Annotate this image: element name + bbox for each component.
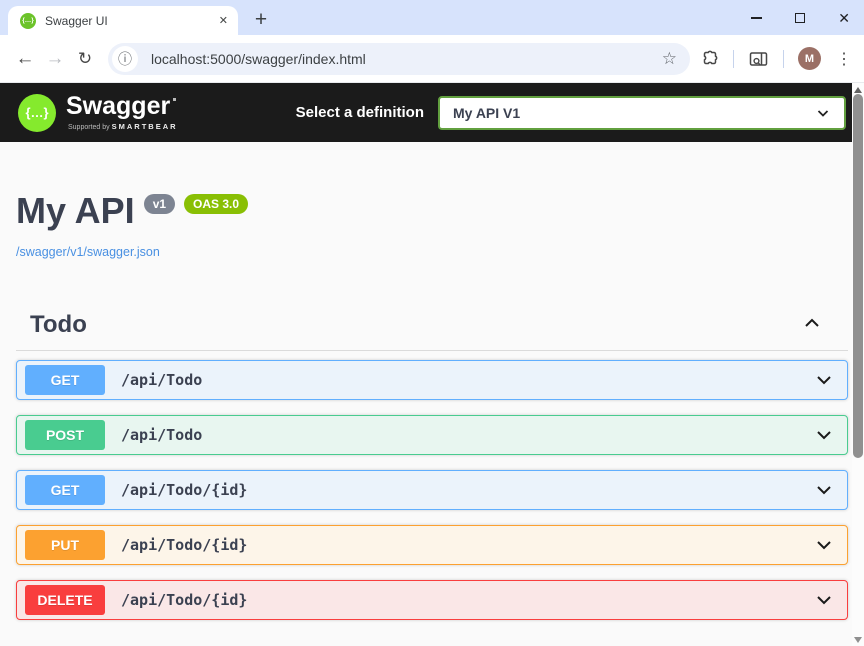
definition-select[interactable]: My API V1 [438, 95, 846, 130]
select-definition-label: Select a definition [295, 104, 424, 121]
swagger-topbar: {…} Swagger Supported by SMARTBEAR Selec… [0, 83, 864, 142]
window-maximize-icon[interactable] [795, 12, 806, 23]
swagger-logo-icon: {…} [18, 93, 56, 132]
back-icon[interactable]: ← [15, 47, 35, 69]
site-info-icon[interactable]: ⓘ [112, 45, 138, 72]
chevron-down-icon[interactable] [814, 425, 834, 445]
browser-toolbar: ← → ↻ ⓘ localhost:5000/swagger/index.htm… [0, 35, 864, 83]
endpoint-row[interactable]: GET /api/Todo [16, 360, 848, 400]
endpoint-row[interactable]: POST /api/Todo [16, 415, 848, 455]
endpoint-path: /api/Todo/{id} [121, 481, 248, 499]
oas-badge: OAS 3.0 [184, 194, 249, 214]
method-badge: GET [25, 475, 105, 505]
side-panel-search-icon[interactable] [748, 49, 769, 69]
chevron-down-icon[interactable] [814, 370, 834, 390]
endpoint-row[interactable]: DELETE /api/Todo/{id} [16, 580, 848, 620]
endpoint-list: GET /api/Todo POST /api/Todo GET /api/To… [16, 360, 848, 620]
url-text[interactable]: localhost:5000/swagger/index.html [151, 50, 366, 67]
tab-title: Swagger UI [45, 13, 108, 28]
chevron-down-icon[interactable] [814, 480, 834, 500]
new-tab-button[interactable]: + [254, 8, 268, 31]
api-info: My API v1 OAS 3.0 /swagger/v1/swagger.js… [16, 142, 848, 261]
extensions-puzzle-icon[interactable] [699, 49, 719, 69]
address-bar[interactable]: ⓘ localhost:5000/swagger/index.html ☆ [108, 42, 690, 75]
scrollbar-up-icon[interactable] [854, 87, 862, 93]
chevron-down-icon [815, 105, 831, 121]
forward-icon: → [45, 47, 65, 69]
tag-title: Todo [30, 311, 87, 338]
page-scrollbar[interactable] [852, 83, 864, 646]
chevron-down-icon[interactable] [814, 590, 834, 610]
method-badge: GET [25, 365, 105, 395]
toolbar-divider [783, 49, 784, 68]
browser-menu-icon[interactable]: ⋮ [836, 50, 852, 68]
method-badge: POST [25, 420, 105, 450]
spec-json-link[interactable]: /swagger/v1/swagger.json [16, 245, 160, 259]
swagger-favicon-icon: {…} [20, 12, 36, 29]
page-content: {…} Swagger Supported by SMARTBEAR Selec… [0, 83, 864, 646]
endpoint-row[interactable]: PUT /api/Todo/{id} [16, 525, 848, 565]
endpoint-path: /api/Todo [121, 426, 203, 444]
endpoint-path: /api/Todo/{id} [121, 591, 248, 609]
tag-section-header[interactable]: Todo [16, 311, 848, 351]
window-minimize-icon[interactable] [751, 16, 763, 19]
api-content: My API v1 OAS 3.0 /swagger/v1/swagger.js… [0, 142, 864, 620]
browser-tab[interactable]: {…} Swagger UI ✕ [8, 6, 238, 35]
endpoint-row[interactable]: GET /api/Todo/{id} [16, 470, 848, 510]
trademark-dot [173, 98, 177, 101]
api-title: My API [16, 190, 135, 231]
profile-avatar[interactable]: M [798, 47, 821, 70]
chevron-down-icon[interactable] [814, 535, 834, 555]
scrollbar-thumb[interactable] [853, 94, 863, 458]
window-close-icon[interactable]: ✕ [838, 9, 850, 26]
toolbar-right: M ⋮ [690, 47, 864, 70]
definition-select-group: Select a definition My API V1 [295, 95, 846, 130]
bookmark-star-icon[interactable]: ☆ [661, 48, 677, 68]
scrollbar-down-icon[interactable] [854, 637, 862, 643]
toolbar-divider [733, 49, 734, 68]
brand-subtitle: Supported by [68, 124, 110, 131]
brand-name: Swagger [66, 92, 171, 120]
endpoint-path: /api/Todo [121, 371, 203, 389]
method-badge: DELETE [25, 585, 105, 615]
window-controls: ✕ [751, 0, 850, 35]
selected-definition: My API V1 [453, 104, 521, 121]
tab-strip: {…} Swagger UI ✕ + ✕ [0, 0, 864, 35]
endpoint-path: /api/Todo/{id} [121, 536, 248, 554]
version-badge: v1 [143, 194, 176, 214]
swagger-brand: Swagger Supported by SMARTBEAR [66, 94, 178, 131]
reload-icon[interactable]: ↻ [77, 48, 93, 68]
smartbear-label: SMARTBEAR [111, 122, 178, 131]
chevron-up-icon[interactable] [802, 313, 822, 338]
tab-close-icon[interactable]: ✕ [218, 15, 228, 27]
method-badge: PUT [25, 530, 105, 560]
